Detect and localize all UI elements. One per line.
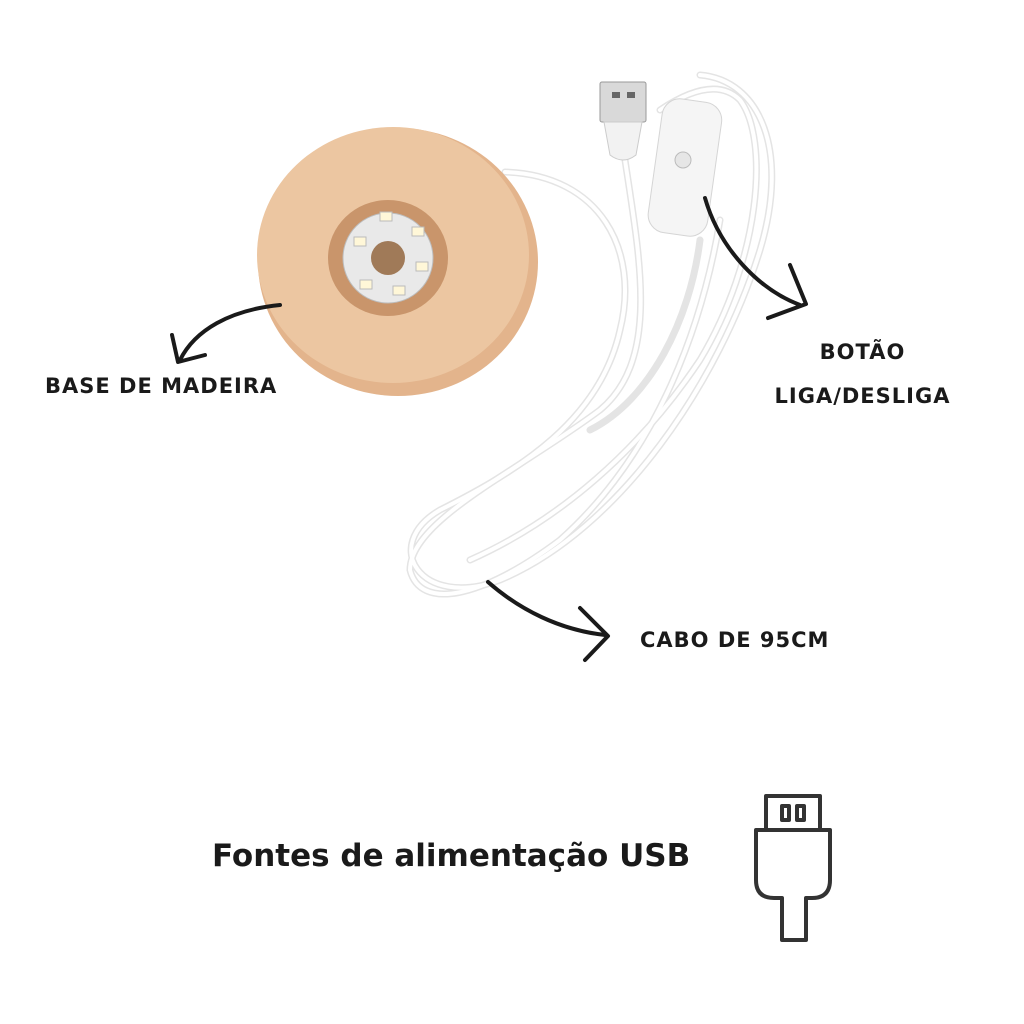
usb-plug (599, 81, 647, 161)
arrow-to-button (703, 196, 802, 307)
arrow-to-cable (486, 580, 607, 637)
usb-power-text: Fontes de alimentação USB (212, 838, 691, 874)
wooden-base (257, 127, 538, 396)
button-label-line1: BOTÃO (819, 340, 906, 364)
button-label: BOTÃO LIGA/DESLIGA (770, 330, 955, 418)
cable-label: CABO DE 95CM (640, 628, 830, 652)
usb-plug-icon (754, 794, 832, 942)
base-label: BASE DE MADEIRA (45, 374, 278, 398)
button-label-line2: LIGA/DESLIGA (774, 384, 951, 408)
on-off-switch (647, 98, 723, 237)
arrow-to-base (178, 303, 282, 362)
arrows (170, 196, 808, 662)
